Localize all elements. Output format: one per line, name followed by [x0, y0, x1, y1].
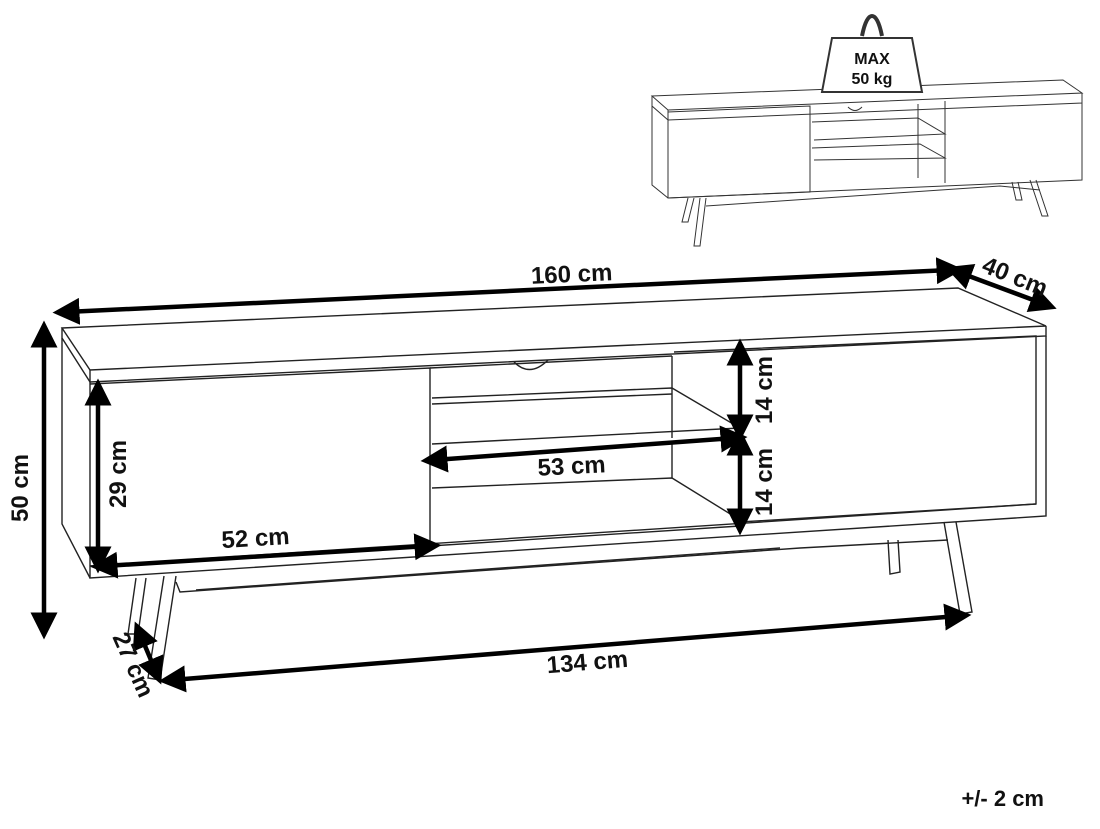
max-weight-icon: MAX 50 kg [820, 13, 924, 93]
height-label: 50 cm [7, 454, 34, 522]
weight-badge-line2: 50 kg [852, 71, 893, 88]
preview-tv-stand [650, 79, 1084, 247]
dimension-lines [30, 257, 1057, 693]
shelf-upper-height-label: 14 cm [751, 356, 778, 424]
weight-badge-line1: MAX [854, 51, 890, 68]
shelf-lower-height-label: 14 cm [751, 448, 778, 516]
width-label: 160 cm [530, 259, 613, 290]
shelf-width-dimension-line [420, 425, 748, 473]
shelf-width-label: 53 cm [537, 451, 606, 482]
door-height-label: 29 cm [105, 440, 132, 508]
leg-depth-dimension-line [132, 621, 164, 685]
leg-span-dimension-line [158, 603, 972, 693]
depth-dimension-line [945, 264, 1057, 312]
door-width-label: 52 cm [221, 523, 291, 554]
width-dimension-line [52, 257, 964, 325]
dimension-labels: 160 cm 40 cm 50 cm 29 cm 52 cm 53 cm 14 … [7, 252, 1051, 702]
leg-span-label: 134 cm [546, 646, 629, 679]
tolerance-note: +/- 2 cm [961, 786, 1044, 811]
door-width-dimension-line [90, 533, 442, 579]
